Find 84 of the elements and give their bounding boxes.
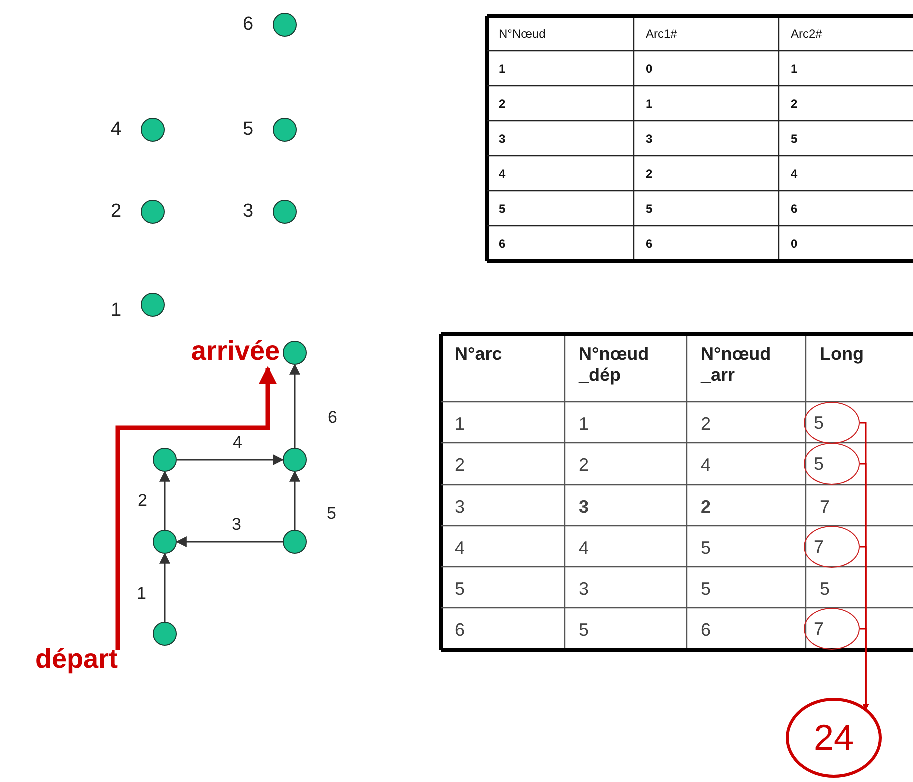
- arrow: [160, 552, 170, 622]
- table-value: 4: [499, 168, 506, 182]
- table-value: 2: [791, 98, 798, 112]
- column-header: Arc1#: [646, 28, 678, 42]
- node-number: 2: [111, 202, 122, 221]
- arrow: [160, 470, 170, 530]
- edge-label: 1: [136, 585, 148, 602]
- table-value: 3: [646, 132, 653, 146]
- table-value: 5: [499, 202, 506, 216]
- table-value: 1: [499, 62, 506, 76]
- column-header: N°Nœud: [499, 28, 546, 42]
- node-circle: [273, 13, 297, 37]
- arrow: [116, 366, 277, 650]
- column-header: Arc2#: [791, 28, 822, 42]
- table-value: 5: [701, 578, 712, 600]
- table-value: 2: [646, 168, 653, 182]
- edge-label: 6: [327, 409, 338, 426]
- column-header: Long: [820, 344, 865, 365]
- table-value: 1: [579, 414, 590, 434]
- node-number: 3: [243, 202, 254, 221]
- node-number: 1: [111, 301, 122, 320]
- arrow: [176, 536, 283, 548]
- table-value: 5: [820, 578, 832, 600]
- node-circle: [141, 200, 165, 224]
- table-value: 5: [646, 202, 653, 216]
- table-value: 2: [701, 496, 712, 518]
- table-value: 5: [579, 620, 590, 641]
- node-circle: [273, 118, 297, 142]
- endpoint-label: départ: [2, 642, 118, 676]
- highlight-oval: 5: [804, 402, 860, 444]
- highlight-oval: 7: [804, 526, 860, 568]
- table-value: 3: [499, 132, 506, 146]
- edge-label: 2: [137, 492, 148, 509]
- table-value: 5: [455, 578, 466, 600]
- table-value: 3: [455, 496, 466, 518]
- highlight-oval: 7: [804, 608, 860, 650]
- column-header: N°nœud _arr: [701, 344, 772, 386]
- node-number: 6: [243, 15, 254, 34]
- node-circle: [283, 448, 307, 472]
- table-value: 0: [646, 62, 653, 76]
- table-value: 1: [646, 98, 653, 112]
- node-circle: [141, 118, 165, 142]
- column-header: N°arc: [455, 344, 504, 365]
- table-value: 4: [579, 538, 590, 558]
- table-value: 6: [455, 620, 466, 641]
- table-value: 3: [579, 496, 590, 518]
- arrow: [177, 454, 284, 466]
- highlight-oval: 5: [804, 443, 860, 485]
- edge-label: 5: [326, 505, 338, 522]
- table-value: 4: [791, 168, 798, 182]
- node-circle: [153, 448, 177, 472]
- table-value: 6: [701, 620, 712, 641]
- table-value: 0: [791, 238, 798, 252]
- endpoint-label: arrivée: [168, 334, 280, 368]
- total-oval: 24: [786, 698, 882, 778]
- arrow: [860, 628, 869, 711]
- node-number: 5: [243, 120, 254, 139]
- table-value: 5: [701, 538, 712, 558]
- node-circle: [141, 293, 165, 317]
- table-value: 6: [499, 238, 506, 252]
- table-value: 5: [791, 132, 798, 146]
- node-circle: [273, 200, 297, 224]
- table-value: 7: [820, 496, 832, 518]
- edge-label: 4: [232, 434, 244, 451]
- table-value: 2: [579, 455, 590, 476]
- node-circle: [153, 530, 177, 554]
- table-value: 6: [646, 238, 653, 252]
- table-value: 4: [455, 538, 466, 558]
- node-circle: [283, 530, 307, 554]
- table-value: 6: [791, 202, 798, 216]
- table-value: 2: [455, 455, 466, 476]
- table-value: 1: [791, 62, 798, 76]
- table-value: 3: [579, 578, 590, 600]
- table-value: 2: [701, 414, 712, 434]
- node-circle: [283, 341, 307, 365]
- table-value: 4: [701, 455, 712, 476]
- table-value: 2: [499, 98, 506, 112]
- arrow: [290, 470, 300, 530]
- column-header: N°nœud _dép: [579, 344, 650, 386]
- edge-label: 3: [231, 516, 242, 533]
- node-circle: [153, 622, 177, 646]
- arrow: [290, 364, 300, 448]
- table-value: 1: [455, 414, 466, 434]
- node-number: 4: [111, 120, 122, 139]
